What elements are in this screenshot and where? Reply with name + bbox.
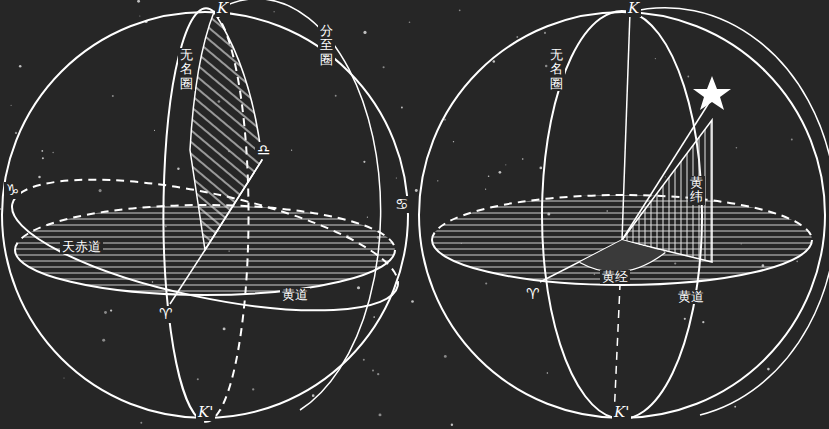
star-dot <box>63 377 64 378</box>
star-dot <box>252 388 254 390</box>
star-dot <box>488 175 490 177</box>
star-dot <box>437 180 438 181</box>
star-dot <box>485 282 487 284</box>
star-dot <box>137 0 140 3</box>
pole-label: K <box>215 0 230 17</box>
star-field <box>0 0 798 426</box>
star-dot <box>112 95 114 97</box>
pole-label: K' <box>196 404 215 421</box>
star-dot <box>363 31 366 34</box>
star-dot <box>377 373 379 375</box>
star-dot <box>102 339 105 342</box>
star-dot <box>665 176 666 177</box>
star-dot <box>383 66 385 68</box>
star-dot <box>767 368 770 371</box>
star-dot <box>274 11 275 12</box>
star-dot <box>451 424 453 426</box>
star-dot <box>444 119 446 121</box>
right-sphere <box>419 8 829 419</box>
star-dot <box>684 318 686 320</box>
star-dot <box>154 130 155 131</box>
star-dot <box>140 422 142 424</box>
star-dot <box>547 372 549 374</box>
star-dot <box>52 152 54 154</box>
star-dot <box>0 208 1 210</box>
star-dot <box>505 164 506 165</box>
star-dot <box>10 105 11 106</box>
star-dot <box>409 21 411 23</box>
star-dot <box>411 300 414 303</box>
star-dot <box>734 406 736 408</box>
circle-label: 黄道 <box>676 290 706 304</box>
star-dot <box>415 189 418 192</box>
star-dot <box>363 161 365 163</box>
star-dot <box>401 107 403 109</box>
star-dot <box>104 311 107 314</box>
star-dot <box>357 286 360 289</box>
circle-label: 分至圈 <box>318 24 335 67</box>
star-dot <box>363 359 365 361</box>
star-dot <box>687 76 689 78</box>
star-dot <box>291 150 292 151</box>
star-dot <box>373 316 375 318</box>
star-dot <box>38 176 41 179</box>
star-dot <box>485 189 486 190</box>
circle-label: 无名圈 <box>548 48 565 91</box>
star-dot <box>379 413 382 416</box>
star-dot <box>367 217 368 218</box>
star-dot <box>372 370 374 372</box>
star-dot <box>312 394 315 397</box>
star-dot <box>15 132 17 134</box>
star-dot <box>702 321 704 323</box>
circle-label: 黄道 <box>280 288 310 302</box>
star-dot <box>99 189 102 192</box>
coordinate-label: 黄经 <box>600 270 630 284</box>
star-dot <box>493 60 496 63</box>
star-dot <box>396 177 397 178</box>
zodiac-symbol: ♋ <box>393 196 410 213</box>
zodiac-symbol: ♈ <box>524 286 541 303</box>
star-dot <box>42 157 44 159</box>
star-dot <box>796 260 798 262</box>
star-dot <box>177 168 180 171</box>
star-dot <box>459 9 461 11</box>
star-dot <box>544 32 546 34</box>
zodiac-symbol: ♈ <box>157 306 174 323</box>
zodiac-symbol: ♎ <box>255 142 272 159</box>
star-dot <box>791 138 793 140</box>
star-dot <box>655 58 656 59</box>
star-dot <box>41 150 43 152</box>
star-dot <box>19 65 22 68</box>
star-dot <box>516 36 518 38</box>
pole-label: K' <box>612 404 631 421</box>
circle-label: 无名圈 <box>178 48 195 91</box>
star-dot <box>453 141 454 142</box>
star-dot <box>444 355 447 358</box>
coordinate-label: 黄纬 <box>688 176 705 205</box>
star-dot <box>139 15 140 16</box>
star-dot <box>499 171 502 174</box>
pole-label: K <box>626 0 641 17</box>
star-dot <box>736 147 738 149</box>
star-dot <box>522 158 524 160</box>
star-dot <box>110 309 112 311</box>
star-dot <box>335 95 337 97</box>
star-dot <box>223 327 226 330</box>
star-dot <box>197 378 199 380</box>
star-dot <box>539 167 542 170</box>
circle-label: 天赤道 <box>60 240 103 254</box>
zodiac-symbol: ♑ <box>4 182 21 199</box>
left-sphere <box>1 0 408 422</box>
